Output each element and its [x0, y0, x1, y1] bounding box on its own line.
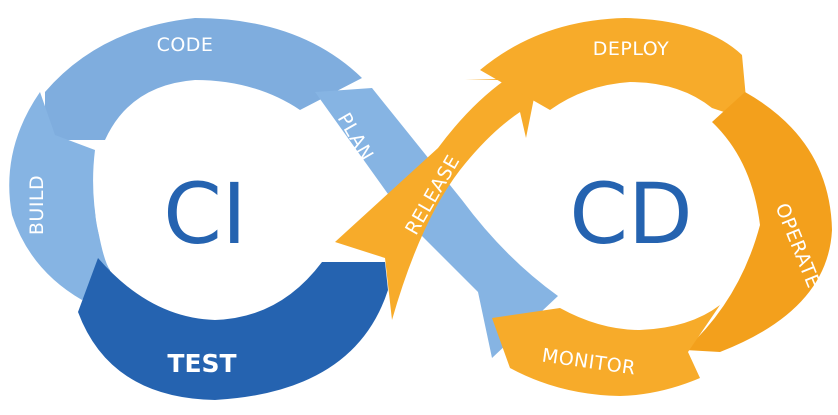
build-segment	[9, 92, 111, 300]
cd-hub-label: CD	[569, 165, 692, 263]
release-segment	[335, 78, 538, 320]
cd-hub	[518, 93, 742, 317]
deploy-label: DEPLOY	[593, 38, 670, 60]
test-segment	[78, 258, 388, 400]
code-segment	[45, 18, 362, 140]
plan-segment	[315, 88, 558, 358]
code-label: CODE	[157, 34, 214, 56]
ci-hub-label: CI	[163, 165, 246, 263]
test-label: TEST	[167, 349, 236, 378]
deploy-segment	[480, 18, 748, 120]
monitor-segment	[492, 305, 720, 396]
operate-segment	[685, 92, 832, 352]
ci-hub	[95, 95, 315, 315]
build-label: BUILD	[26, 175, 48, 235]
